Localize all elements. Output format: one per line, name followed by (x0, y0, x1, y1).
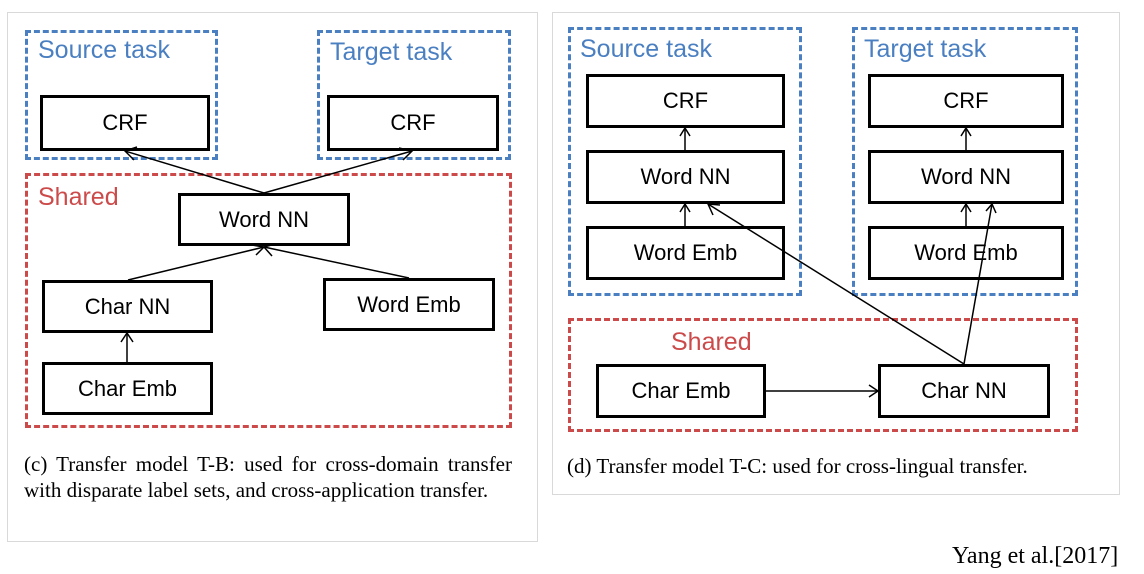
right-arrowhead-wordnn-source-diag (706, 203, 721, 216)
right-word-emb-target-box: Word Emb (868, 226, 1064, 280)
left-target-task-group (317, 30, 511, 160)
right-source-task-group (568, 27, 802, 296)
left-crf-target-box: CRF (327, 95, 499, 151)
left-char-emb-box: Char Emb (42, 362, 213, 415)
right-crf-target-box: CRF (868, 74, 1064, 128)
right-word-emb-source-box: Word Emb (586, 226, 785, 280)
left-source-task-label: Source task (38, 36, 171, 64)
right-shared-group (568, 318, 1078, 432)
right-target-task-label: Target task (864, 35, 987, 63)
right-caption: (d) Transfer model T-C: used for cross-l… (567, 454, 1028, 478)
citation: Yang et al.[2017] (952, 543, 1119, 569)
right-arrowhead-charnn (868, 384, 880, 398)
right-target-task-group (852, 27, 1078, 296)
right-arrowhead-crf-target (960, 126, 972, 137)
right-crf-source-box: CRF (586, 74, 785, 128)
left-word-emb-box: Word Emb (323, 278, 495, 331)
right-arrowhead-wordnn-target-diag (985, 202, 997, 214)
right-char-nn-box: Char NN (878, 364, 1050, 418)
left-char-nn-box: Char NN (42, 280, 213, 333)
right-shared-label: Shared (671, 328, 752, 356)
left-arrow-wordemb-to-wordnn (263, 246, 410, 279)
right-arrow-charnn-to-wordnn-target (963, 203, 993, 365)
right-char-emb-box: Char Emb (596, 364, 766, 418)
right-word-nn-target-box: Word NN (868, 150, 1064, 204)
left-arrowhead-crf-target (398, 147, 414, 161)
left-caption: (c) Transfer model T-B: used for cross-d… (24, 452, 512, 502)
left-source-task-group (25, 30, 218, 160)
right-arrowhead-wordnn-target (960, 202, 972, 213)
right-arrowhead-wordnn-source (679, 202, 691, 213)
left-arrowhead-crf-source (123, 146, 138, 161)
right-arrow-charnn-to-wordnn-source (707, 203, 965, 365)
right-arrowhead-crf-source (679, 126, 691, 137)
right-source-task-label: Source task (580, 35, 713, 63)
left-arrowhead-wordnn-right (262, 243, 276, 257)
left-arrow-wordnn-to-crf-target (263, 150, 413, 194)
left-arrow-charnn-to-wordnn (127, 246, 265, 281)
left-word-nn-box: Word NN (178, 193, 350, 246)
left-arrow-wordnn-to-crf-source (124, 150, 265, 194)
left-shared-group (25, 173, 512, 428)
right-word-nn-source-box: Word NN (586, 150, 785, 204)
left-shared-label: Shared (38, 183, 119, 211)
left-crf-source-box: CRF (40, 95, 210, 151)
left-target-task-label: Target task (330, 38, 453, 66)
left-arrowhead-charnn (120, 331, 134, 343)
